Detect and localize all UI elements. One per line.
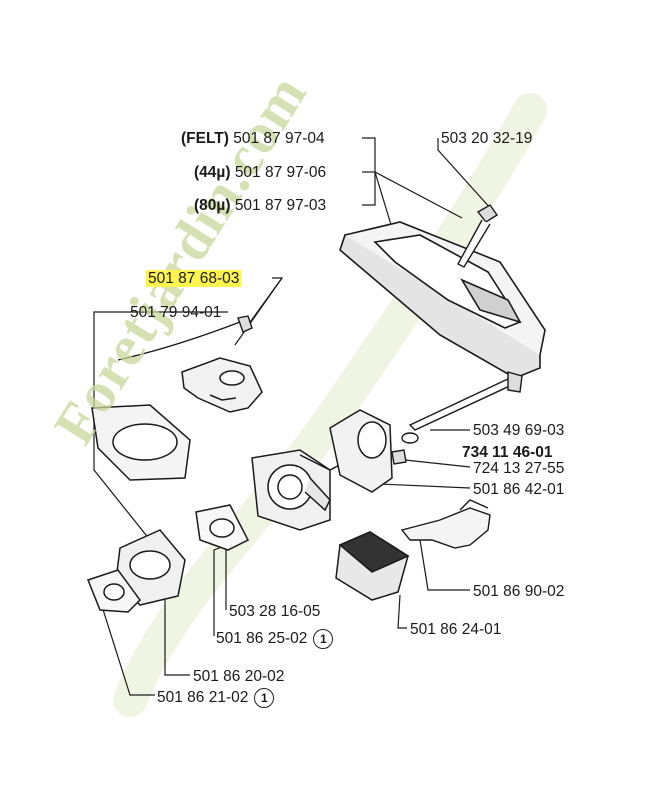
label-bolt: 503 20 32-19 — [441, 130, 533, 147]
label-80: (80µ) 501 87 97-03 — [194, 197, 327, 214]
leader-lines — [93, 137, 493, 696]
insulator-block-part — [335, 531, 410, 601]
small-screw-part — [391, 449, 407, 465]
label-felt: (FELT) 501 87 97-04 — [181, 130, 325, 147]
label-intake: 501 86 20-02 — [193, 668, 285, 685]
choke-bracket-part — [181, 357, 263, 413]
note-badge: 1 — [254, 688, 275, 708]
label-lever: 501 86 90-02 — [473, 583, 565, 600]
label-screw-long: 503 49 69-03 — [473, 422, 565, 439]
label-washer: 734 11 46-01 — [462, 444, 553, 461]
label-highlighted-part: 501 87 68-03 — [146, 270, 242, 287]
label-screw-small: 724 13 27-55 — [473, 460, 565, 477]
lever-part — [400, 499, 491, 549]
label-block: 501 86 24-01 — [410, 621, 502, 638]
note-badge: 1 — [313, 629, 334, 649]
label-gasket-small: 503 28 16-05 — [229, 603, 321, 620]
label-housing: 501 86 42-01 — [473, 481, 565, 498]
carburetor-part — [251, 449, 346, 531]
bolt-part — [457, 204, 498, 268]
rod-part — [117, 315, 253, 361]
long-screw-part — [401, 371, 523, 444]
gasket-small-part — [195, 504, 250, 551]
air-filter-cover — [339, 221, 546, 379]
gasket-bottom-part — [87, 569, 141, 613]
flange-plate-part — [91, 404, 191, 481]
watermark-graphic — [113, 93, 547, 717]
label-rod: 501 79 94-01 — [130, 304, 222, 321]
manifold-part — [329, 409, 393, 493]
label-44: (44µ) 501 87 97-06 — [194, 164, 327, 181]
